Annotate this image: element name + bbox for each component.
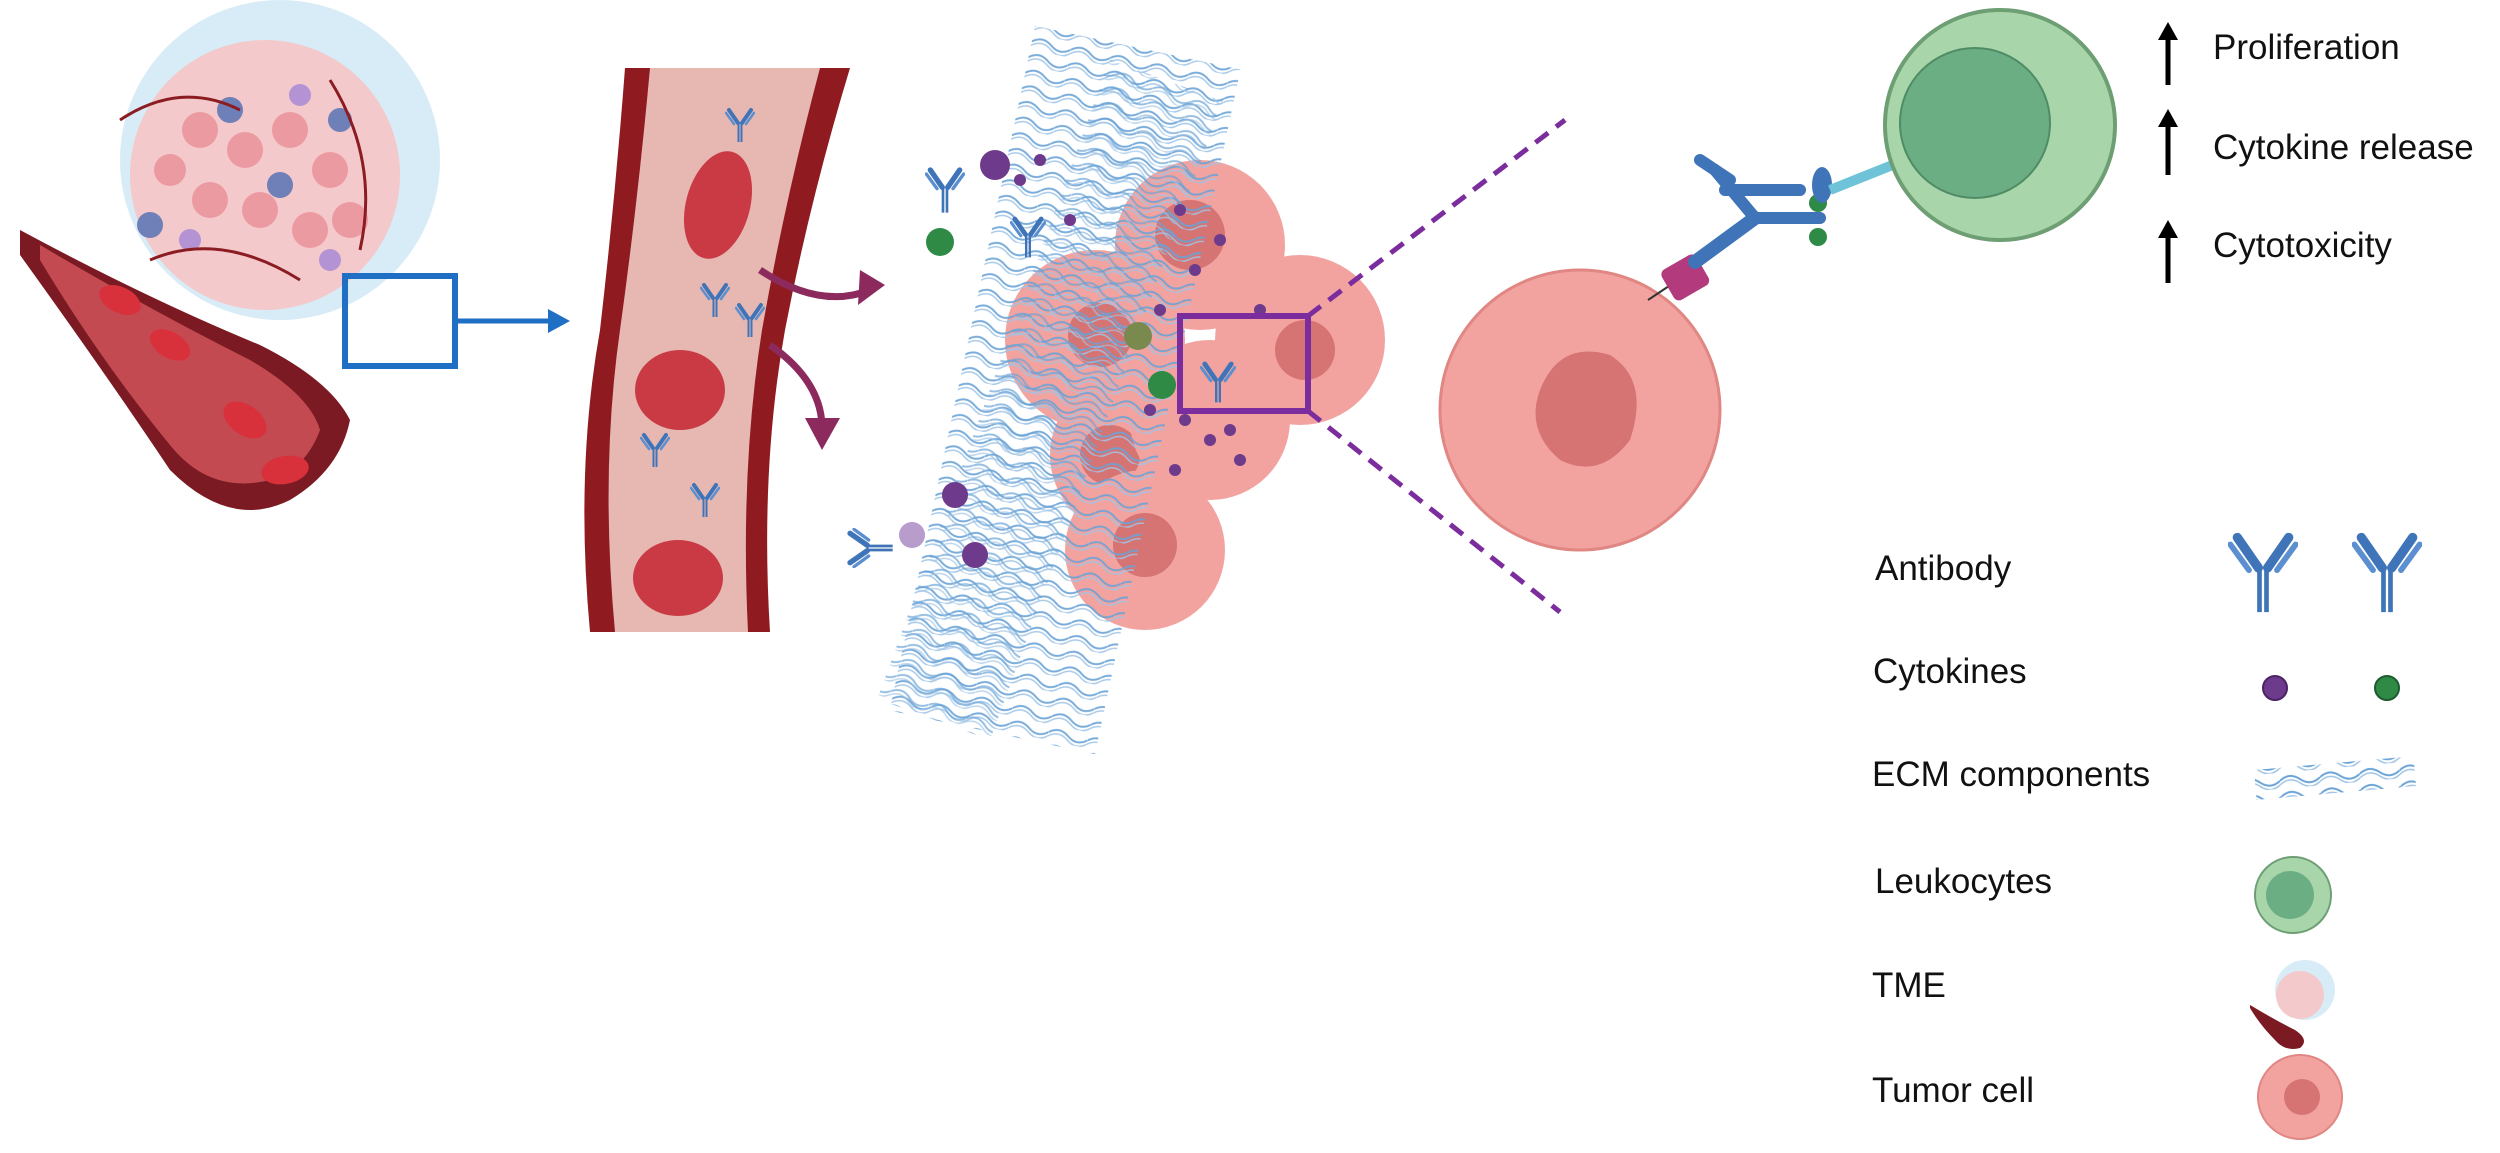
tumor-cell-icon — [2258, 1055, 2342, 1139]
blood-vessel — [584, 68, 850, 632]
effect-label-proliferation: Proliferation — [2213, 28, 2400, 68]
cytokine-light — [899, 522, 925, 548]
tme-icon — [2250, 960, 2335, 1049]
leukocyte-icon — [2255, 857, 2331, 933]
up-arrow — [2158, 109, 2178, 175]
effect-label-cytotoxicity: Cytotoxicity — [2213, 226, 2392, 266]
up-arrow — [2158, 22, 2178, 85]
cytokine-green — [926, 228, 954, 256]
cytokine-olive — [1124, 322, 1152, 350]
cytokine-green — [1148, 371, 1176, 399]
red-blood-cell — [633, 540, 723, 616]
cytokines-icon — [2263, 676, 2399, 700]
leukocyte-zoomed — [1885, 10, 2115, 240]
zoom-arrow — [455, 309, 570, 333]
ecm-components-icon — [2254, 756, 2416, 800]
legend-label-tumor-cell: Tumor cell — [1872, 1071, 2034, 1111]
red-blood-cell — [635, 350, 725, 430]
legend-label-antibody: Antibody — [1875, 549, 2011, 589]
effect-label-cytokine-release: Cytokine release — [2213, 128, 2474, 168]
legend-label-leukocytes: Leukocytes — [1875, 862, 2052, 902]
legend-label-tme: TME — [1872, 966, 1946, 1006]
tumor-cell-zoomed — [1440, 270, 1720, 550]
legend-label-cytokines: Cytokines — [1873, 652, 2027, 692]
up-arrow — [2158, 220, 2178, 283]
antibody-icon — [2230, 538, 2419, 613]
legend-label-ecm-components: ECM components — [1872, 755, 2150, 795]
cytokine-green — [1809, 228, 1827, 246]
bispecific-antibody — [1695, 160, 1820, 262]
tme-illustration — [20, 0, 440, 510]
